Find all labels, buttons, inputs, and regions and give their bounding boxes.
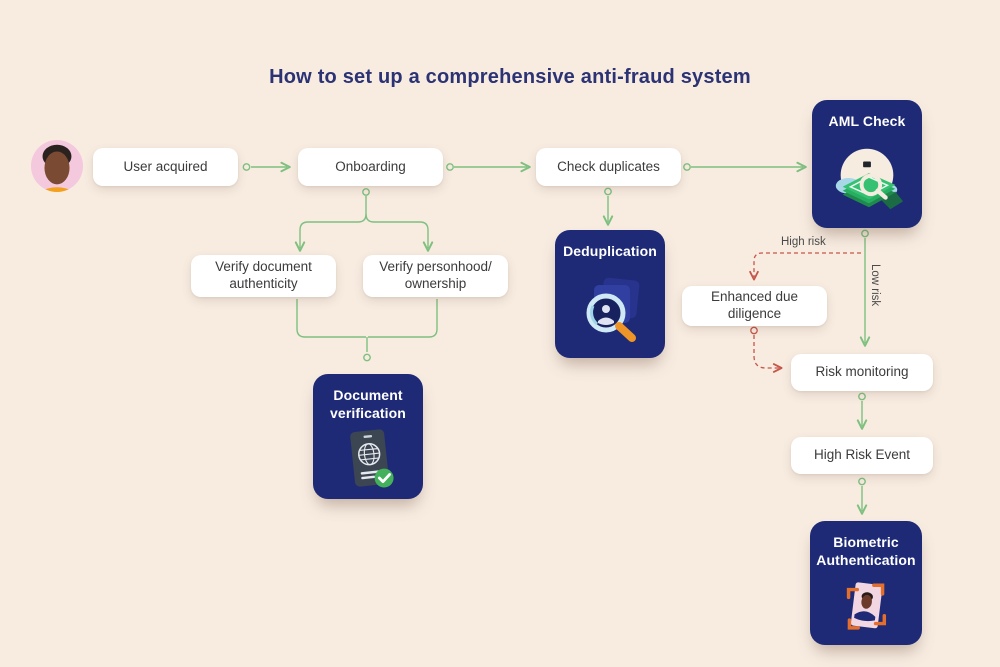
id-card-scan-icon bbox=[846, 582, 887, 630]
user-avatar-icon bbox=[30, 139, 84, 193]
card-deduplication-title: Deduplication bbox=[563, 243, 657, 259]
card-document-verification-title: Document verification bbox=[330, 387, 406, 421]
edge-label-low-risk: Low risk bbox=[869, 264, 881, 307]
node-verify-document-authenticity: Verify document authenticity bbox=[191, 255, 336, 297]
money-magnifier-icon bbox=[835, 149, 904, 210]
page-title: How to set up a comprehensive anti-fraud… bbox=[269, 66, 751, 88]
card-aml-check-title: AML Check bbox=[828, 113, 906, 129]
node-risk-monitoring: Risk monitoring bbox=[791, 354, 933, 391]
card-document-verification: Document verification bbox=[313, 374, 423, 499]
card-deduplication: Deduplication bbox=[555, 230, 665, 358]
card-aml-check: AML Check bbox=[812, 100, 922, 228]
passport-check-icon bbox=[350, 428, 394, 488]
node-verify-personhood-ownership: Verify personhood/ ownership bbox=[363, 255, 508, 297]
magnifier-documents-icon bbox=[586, 277, 640, 343]
card-biometric-authentication: Biometric Authentication bbox=[810, 521, 922, 645]
node-onboarding: Onboarding bbox=[298, 148, 443, 186]
node-enhanced-due-diligence: Enhanced due diligence bbox=[682, 286, 827, 326]
edge-label-high-risk: High risk bbox=[781, 236, 826, 248]
card-biometric-authentication-title: Biometric Authentication bbox=[816, 534, 916, 568]
red-dashed-connectors bbox=[749, 252, 861, 373]
node-check-duplicates: Check duplicates bbox=[536, 148, 681, 186]
green-connectors bbox=[242, 161, 871, 515]
node-user-acquired: User acquired bbox=[93, 148, 238, 186]
node-high-risk-event: High Risk Event bbox=[791, 437, 933, 474]
